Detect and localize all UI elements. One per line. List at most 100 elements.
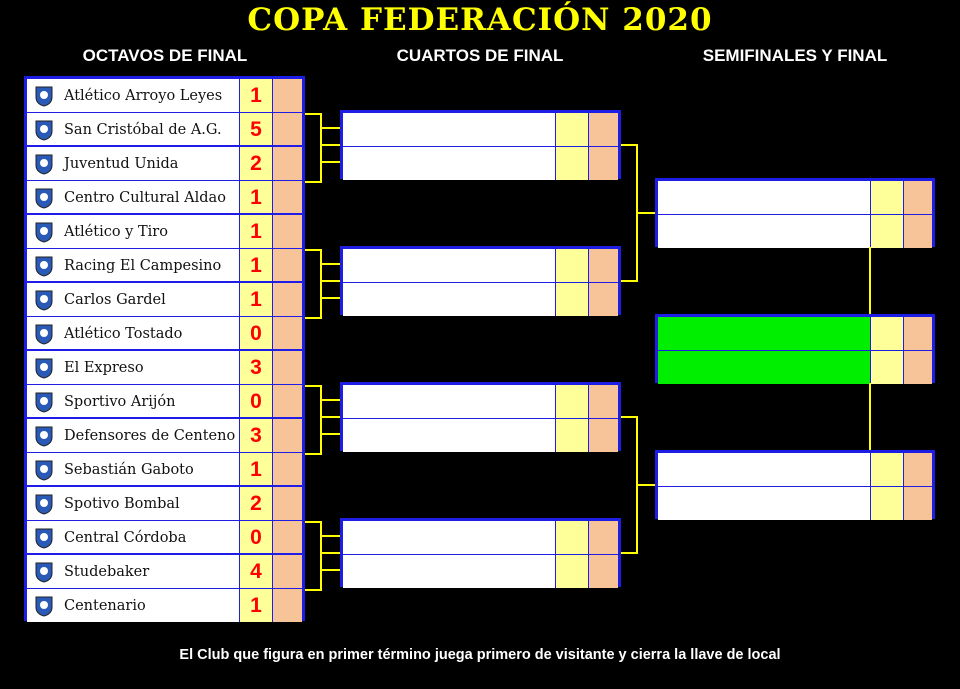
connector-line [621, 552, 638, 554]
connector-line [322, 144, 340, 146]
score-cell-2 [273, 283, 302, 316]
team-name: Defensores de Centeno [64, 427, 236, 444]
club-crest-icon [35, 154, 53, 175]
score-cell [871, 181, 904, 214]
score-cell-2 [589, 249, 618, 282]
row-divider [343, 146, 618, 147]
semifinal-slot [658, 453, 932, 486]
row-divider [27, 417, 302, 420]
connector-line [320, 297, 340, 299]
team-name: Sebastián Gaboto [64, 461, 194, 478]
team-name-empty [343, 283, 556, 316]
round-header-cuartos: CUARTOS DE FINAL [396, 46, 564, 65]
page-title: COPA FEDERACIÓN 2020 [247, 2, 713, 38]
score-cell [871, 351, 904, 384]
team-name-empty [343, 385, 556, 418]
team-name: Spotivo Bombal [64, 495, 180, 512]
team-cell: Centro Cultural Aldao [27, 181, 240, 214]
team-score: 1 [240, 249, 273, 282]
team-cell: Atlético Tostado [27, 317, 240, 350]
connector-line [305, 453, 322, 455]
row-divider [27, 248, 302, 249]
row-divider [27, 520, 302, 521]
connector-line [305, 521, 322, 523]
connector-line [305, 385, 322, 387]
score-cell-2 [904, 487, 932, 520]
cuartos-slot [343, 283, 618, 316]
row-divider [658, 486, 932, 487]
team-cell: Sebastián Gaboto [27, 453, 240, 486]
team-name: Studebaker [64, 563, 150, 580]
team-score: 2 [240, 147, 273, 180]
semifinal-match-1 [655, 178, 935, 248]
team-score: 5 [240, 113, 273, 146]
team-name: Atlético Arroyo Leyes [64, 87, 223, 104]
row-divider [658, 350, 932, 351]
team-name-empty [343, 113, 556, 146]
score-cell-2 [273, 79, 302, 112]
team-name: Racing El Campesino [64, 257, 222, 274]
cuartos-slot [343, 147, 618, 180]
team-name-empty [658, 181, 871, 214]
team-cell: El Expreso [27, 351, 240, 384]
team-name: Atlético Tostado [64, 325, 183, 342]
score-cell-2 [273, 147, 302, 180]
row-divider [27, 452, 302, 453]
club-crest-icon [35, 596, 53, 617]
connector-line [322, 280, 340, 282]
score-cell-2 [273, 215, 302, 248]
connector-line [305, 317, 322, 319]
row-divider [27, 213, 302, 216]
team-name: Centenario [64, 597, 146, 614]
semifinal-slot [658, 215, 932, 248]
club-crest-icon [35, 494, 53, 515]
team-name: San Cristóbal de A.G. [64, 121, 222, 138]
team-score: 1 [240, 79, 273, 112]
connector-line [869, 247, 871, 314]
score-cell-2 [589, 385, 618, 418]
team-name: Atlético y Tiro [64, 223, 168, 240]
team-score: 1 [240, 283, 273, 316]
score-cell [556, 385, 589, 418]
team-score: 0 [240, 385, 273, 418]
cuartos-slot [343, 113, 618, 146]
row-divider [343, 418, 618, 419]
connector-line [869, 383, 871, 450]
row-divider [27, 112, 302, 113]
club-crest-icon [35, 120, 53, 141]
score-cell-2 [273, 453, 302, 486]
connector-line [305, 589, 322, 591]
connector-line [320, 127, 340, 129]
octavos-team-row: Carlos Gardel 1 [27, 283, 302, 316]
team-name: Carlos Gardel [64, 291, 166, 308]
semifinal-slot [658, 181, 932, 214]
score-cell-2 [273, 555, 302, 588]
club-crest-icon [35, 256, 53, 277]
connector-line [322, 416, 340, 418]
score-cell-2 [589, 113, 618, 146]
club-crest-icon [35, 358, 53, 379]
score-cell [871, 317, 904, 350]
team-score: 3 [240, 351, 273, 384]
team-cell: Racing El Campesino [27, 249, 240, 282]
octavos-team-row: Racing El Campesino 1 [27, 249, 302, 282]
cuartos-match-2 [340, 246, 621, 316]
cuartos-slot [343, 555, 618, 588]
connector-line [320, 521, 322, 591]
connector-line [305, 181, 322, 183]
row-divider [343, 554, 618, 555]
connector-line [320, 535, 340, 537]
team-cell: Spotivo Bombal [27, 487, 240, 520]
row-divider [27, 588, 302, 589]
club-crest-icon [35, 324, 53, 345]
octavos-team-row: San Cristóbal de A.G. 5 [27, 113, 302, 146]
team-score: 0 [240, 521, 273, 554]
score-cell [556, 147, 589, 180]
connector-line [621, 416, 638, 418]
cuartos-slot [343, 419, 618, 452]
score-cell [871, 215, 904, 248]
